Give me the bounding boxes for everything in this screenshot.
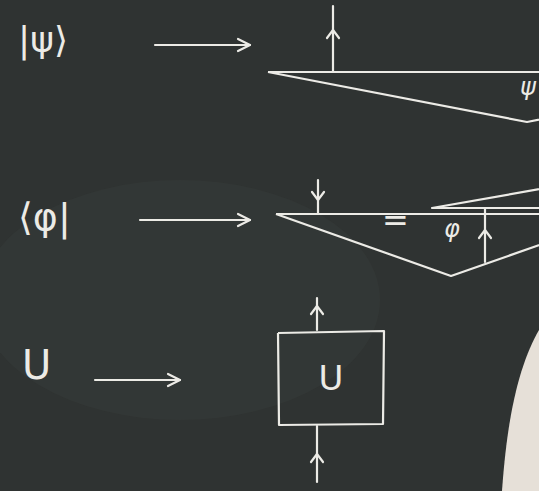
- ket-symbol: |ψ⟩: [18, 22, 68, 58]
- wire-leg: [484, 209, 486, 262]
- shape-outline: [266, 70, 539, 124]
- wire-leg: [332, 6, 334, 72]
- node-symbol: ψ: [266, 75, 539, 99]
- wire-leg: [317, 180, 319, 213]
- map-arrow: [155, 44, 250, 46]
- wire-arrow: [311, 454, 323, 462]
- equals-sign: =: [382, 204, 409, 236]
- map-arrow: [140, 219, 250, 221]
- bra-symbol: ⟨φ|: [18, 198, 71, 236]
- shape-outline: [430, 166, 539, 210]
- arrow-head: [238, 214, 250, 226]
- operator-symbol: U: [22, 345, 51, 385]
- wire-arrow: [327, 30, 339, 38]
- chalk-outline: [268, 72, 539, 122]
- wire-arrow: [311, 306, 323, 314]
- chalk-outline: [432, 168, 539, 208]
- bra-triangle: φ: [430, 166, 539, 210]
- arrow-head: [238, 39, 250, 51]
- node-symbol: U: [276, 361, 386, 395]
- node-symbol: φ: [430, 183, 539, 205]
- presenter-arm: [502, 330, 539, 491]
- state-triangle: ψ: [266, 70, 539, 124]
- wire-leg: [316, 298, 318, 330]
- arrow-head: [168, 374, 180, 386]
- wire-arrow: [312, 192, 324, 200]
- operator-box: U: [276, 330, 386, 426]
- wire-arrow: [479, 230, 491, 238]
- map-arrow: [95, 379, 180, 381]
